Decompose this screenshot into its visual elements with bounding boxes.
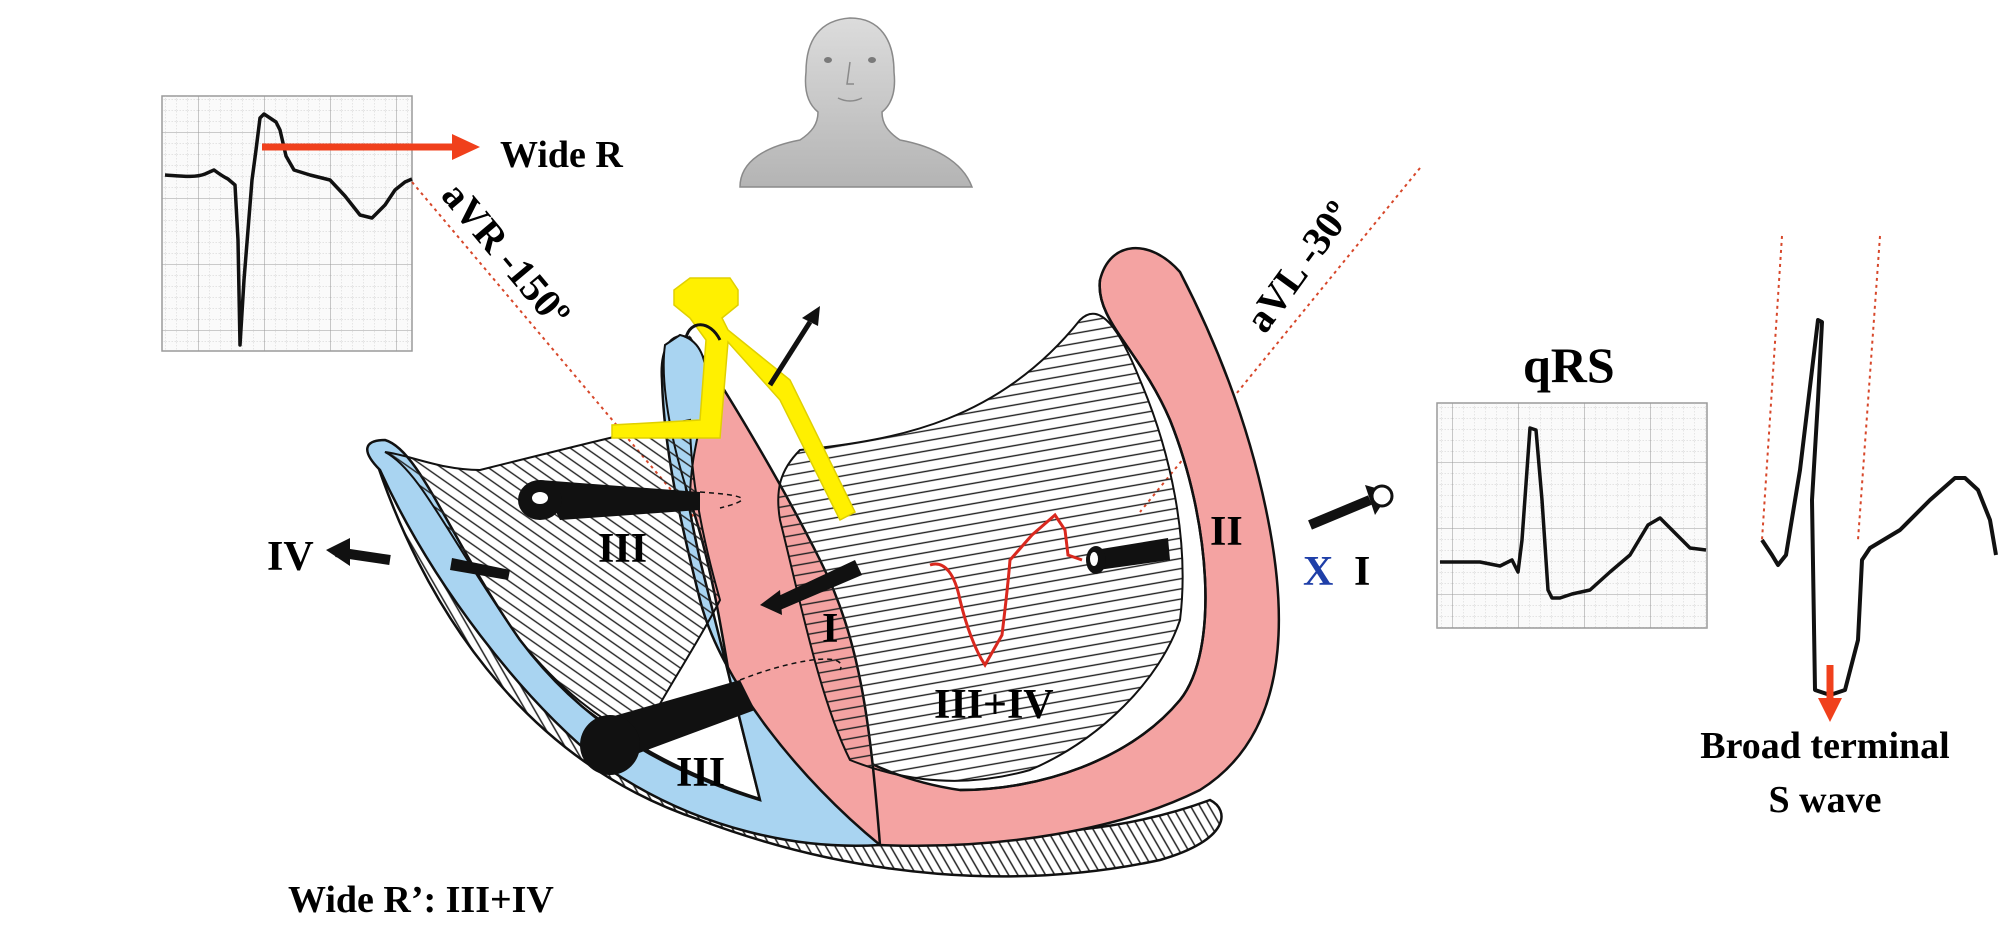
ecg-grid: [162, 96, 412, 351]
label-broad-terminal-1: Broad terminal: [1700, 725, 1949, 767]
label-avl-axis: aVL -30º: [1236, 193, 1361, 341]
label-ii-free-wall: II: [1210, 509, 1243, 555]
label-iii-upper: III: [598, 526, 647, 572]
label-iv-left: IV: [267, 534, 314, 580]
label-iii-lower: III: [676, 750, 725, 796]
label-x-marker: X: [1303, 549, 1333, 595]
ecg-trace-s-wave: [1762, 320, 1996, 695]
wide-r-arrowhead: [452, 134, 480, 160]
s-wave-trace-panel: [1762, 236, 1996, 722]
label-i-septum: I: [822, 606, 838, 652]
ecg-panel-avr: [162, 96, 480, 351]
human-torso-icon: [740, 18, 972, 187]
label-avr-axis: aVR -150º: [433, 173, 580, 335]
label-qrs: qRS: [1523, 337, 1615, 393]
label-broad-terminal-2: S wave: [1769, 779, 1882, 821]
down-arrow-icon: [1818, 698, 1842, 722]
label-wide-r: Wide R: [500, 134, 623, 176]
label-i-right: I: [1354, 549, 1370, 595]
label-iii-plus-iv: III+IV: [934, 682, 1054, 728]
label-wide-r-prime: Wide R’: III+IV: [288, 879, 554, 921]
ecg-panel-qrs: [1437, 403, 1707, 628]
